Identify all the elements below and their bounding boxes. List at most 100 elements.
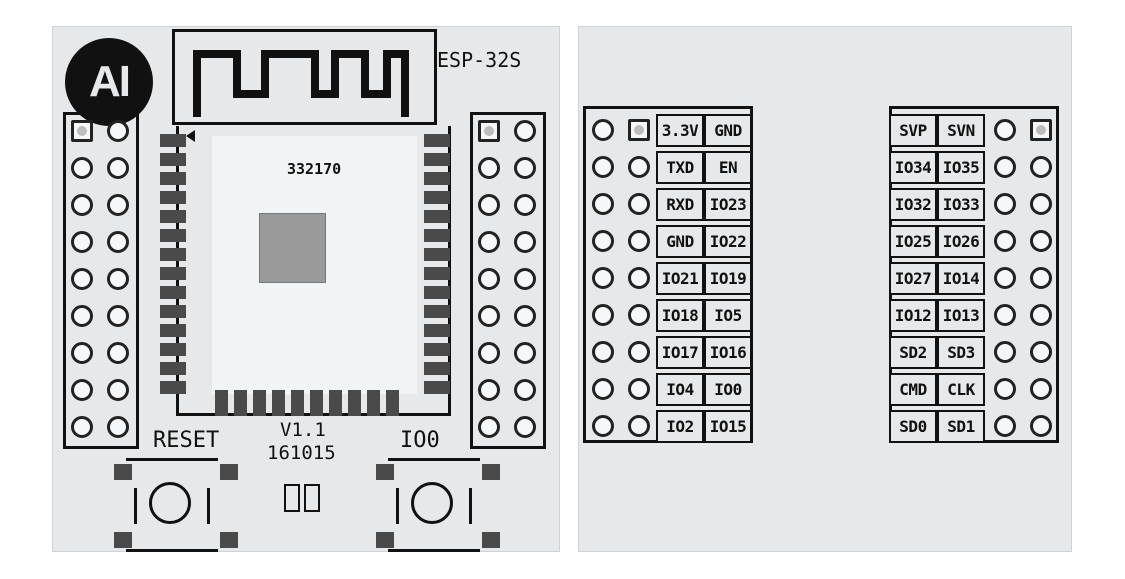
header-pin-hole[interactable] [1030, 415, 1052, 437]
header-pin-hole[interactable] [592, 193, 614, 215]
pin-label-svp: SVP [889, 114, 937, 147]
reset-button-actuator[interactable] [149, 482, 191, 524]
header-pin-hole[interactable] [478, 342, 500, 364]
module-pad [160, 153, 186, 166]
header-pin-hole[interactable] [592, 415, 614, 437]
header-pin-hole[interactable] [1030, 193, 1052, 215]
header-pin-hole[interactable] [994, 415, 1016, 437]
module-pad [272, 390, 285, 416]
reset-button[interactable] [112, 458, 232, 552]
header-pin-hole[interactable] [514, 416, 536, 438]
header-pin-hole[interactable] [107, 157, 129, 179]
header-pin-hole[interactable] [1030, 304, 1052, 326]
header-pin-hole[interactable] [478, 120, 500, 142]
header-pin-hole[interactable] [478, 379, 500, 401]
module-pad [160, 362, 186, 375]
header-pin-hole[interactable] [994, 156, 1016, 178]
header-pin-hole[interactable] [628, 119, 650, 141]
header-pin-hole[interactable] [478, 268, 500, 290]
header-pin-hole[interactable] [994, 304, 1016, 326]
header-pin-hole[interactable] [71, 305, 93, 327]
header-pin-hole[interactable] [592, 156, 614, 178]
header-pin-hole[interactable] [478, 416, 500, 438]
header-pin-hole[interactable] [628, 156, 650, 178]
header-pin-hole[interactable] [1030, 267, 1052, 289]
header-pin-hole[interactable] [71, 231, 93, 253]
header-pin-hole[interactable] [514, 305, 536, 327]
header-pin-hole[interactable] [107, 342, 129, 364]
header-pin-hole[interactable] [71, 194, 93, 216]
reset-button-frame [126, 458, 218, 552]
pin-label-txd: TXD [656, 151, 704, 184]
header-pin-hole[interactable] [514, 268, 536, 290]
header-pin-hole[interactable] [994, 341, 1016, 363]
header-pin-hole[interactable] [478, 194, 500, 216]
header-pin-hole[interactable] [514, 231, 536, 253]
header-pin-hole[interactable] [478, 305, 500, 327]
pin-label-io33: IO33 [937, 188, 985, 221]
pin-label-io2: IO2 [656, 410, 704, 443]
header-pin-hole[interactable] [1030, 119, 1052, 141]
header-pin-hole[interactable] [592, 230, 614, 252]
header-pin-hole[interactable] [628, 341, 650, 363]
header-pin-hole[interactable] [592, 341, 614, 363]
header-pin-hole[interactable] [994, 193, 1016, 215]
module-pad [160, 305, 186, 318]
header-pin-hole[interactable] [628, 304, 650, 326]
header-pin-hole[interactable] [107, 379, 129, 401]
pin-label-io32: IO32 [889, 188, 937, 221]
io0-button-actuator[interactable] [411, 482, 453, 524]
header-pin-hole[interactable] [514, 194, 536, 216]
header-pin-hole[interactable] [71, 157, 93, 179]
header-pin-hole[interactable] [514, 120, 536, 142]
pin-label-io16: IO16 [704, 336, 752, 369]
header-pin-hole[interactable] [71, 120, 93, 142]
module-pad [291, 390, 304, 416]
header-pin-hole[interactable] [514, 157, 536, 179]
pin-label-io34: IO34 [889, 151, 937, 184]
header-pin-hole[interactable] [71, 342, 93, 364]
header-pin-hole[interactable] [478, 231, 500, 253]
header-pin-hole[interactable] [592, 267, 614, 289]
module-pad [160, 172, 186, 185]
pcb-front: AI ESP-32S 332170 V1.1 161015 RESET IO0 [52, 26, 560, 552]
module-pad [215, 390, 228, 416]
io0-button[interactable] [374, 458, 494, 552]
header-pin-hole[interactable] [478, 157, 500, 179]
header-pin-hole[interactable] [628, 230, 650, 252]
header-pin-hole[interactable] [628, 193, 650, 215]
header-pin-hole[interactable] [592, 304, 614, 326]
module-pad [424, 134, 450, 147]
header-pin-hole[interactable] [628, 267, 650, 289]
header-pin-hole[interactable] [1030, 230, 1052, 252]
header-pin-hole[interactable] [71, 268, 93, 290]
header-pin-hole[interactable] [628, 415, 650, 437]
header-pin-hole[interactable] [994, 119, 1016, 141]
header-pin-hole[interactable] [107, 120, 129, 142]
header-pin-hole[interactable] [514, 379, 536, 401]
button-solder-pad [376, 532, 394, 548]
io0-label: IO0 [400, 428, 440, 453]
header-pin-hole[interactable] [107, 416, 129, 438]
header-pin-hole[interactable] [71, 416, 93, 438]
header-pin-hole[interactable] [1030, 378, 1052, 400]
header-pin-hole[interactable] [71, 379, 93, 401]
header-pin-hole[interactable] [592, 378, 614, 400]
header-pin-hole[interactable] [592, 119, 614, 141]
date-code: 161015 [267, 442, 336, 464]
header-pin-hole[interactable] [628, 378, 650, 400]
header-pin-hole[interactable] [107, 268, 129, 290]
header-pin-hole[interactable] [994, 267, 1016, 289]
header-pin-hole[interactable] [514, 342, 536, 364]
header-pin-hole[interactable] [994, 230, 1016, 252]
header-pin-hole[interactable] [994, 378, 1016, 400]
header-pin-hole[interactable] [1030, 156, 1052, 178]
button-solder-pad [376, 464, 394, 480]
pin-label-io27: IO27 [889, 262, 937, 295]
header-pin-hole[interactable] [107, 194, 129, 216]
header-pin-hole[interactable] [107, 231, 129, 253]
logo-text: AI [89, 57, 131, 106]
header-pin-hole[interactable] [107, 305, 129, 327]
header-pin-hole[interactable] [1030, 341, 1052, 363]
pin-label-io25: IO25 [889, 225, 937, 258]
